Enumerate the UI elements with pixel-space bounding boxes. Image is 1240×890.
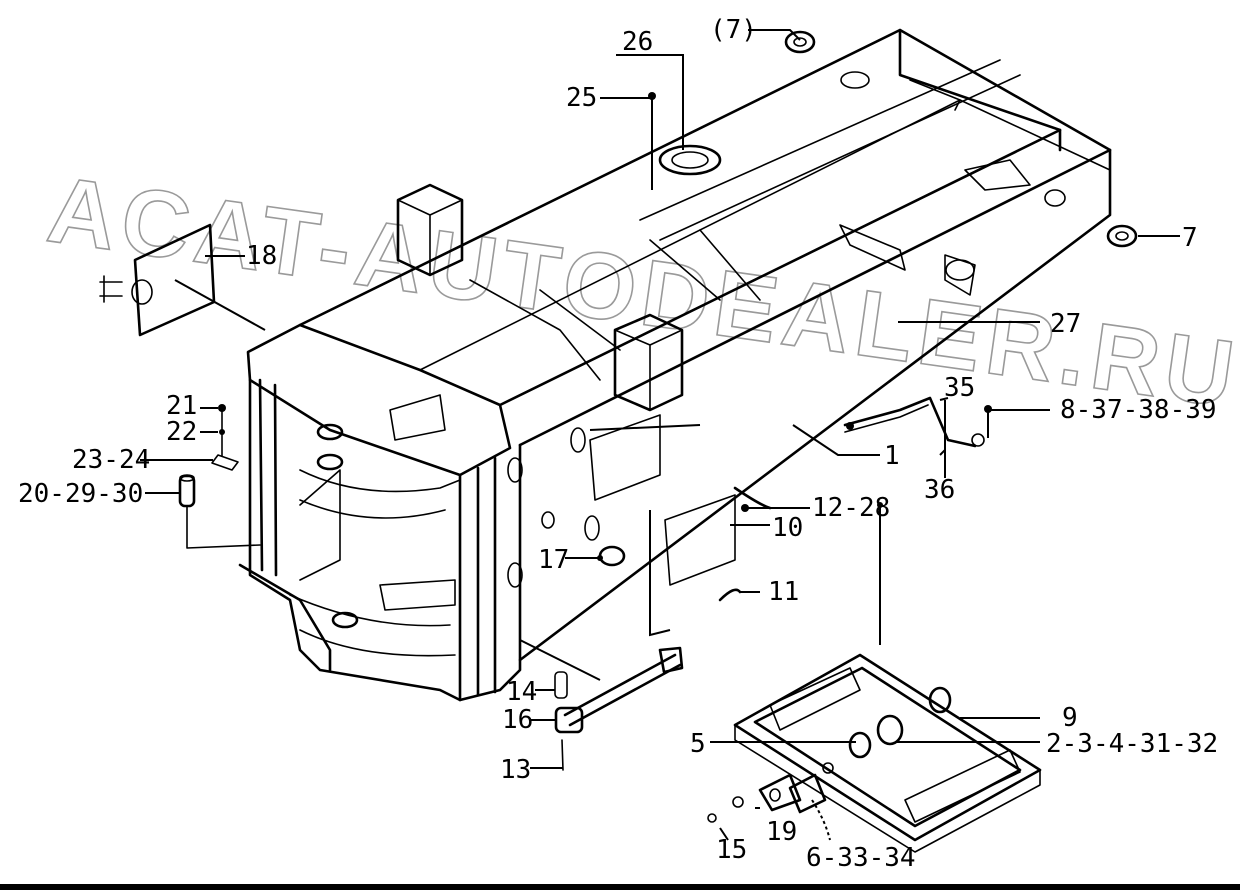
callout-labels: (7) 26 25 7 18 27 35 8-37-38-39 21 22 1 … bbox=[18, 15, 1218, 873]
callout-17: 17 bbox=[538, 545, 569, 575]
callout-22: 22 bbox=[166, 417, 197, 447]
callout-18: 18 bbox=[246, 241, 277, 271]
callout-11: 11 bbox=[768, 577, 799, 607]
callout-6-33-34: 6-33-34 bbox=[806, 843, 916, 873]
callout-27: 27 bbox=[1050, 309, 1081, 339]
callout-10: 10 bbox=[772, 513, 803, 543]
watermark-text: ACAT-AUTODEALER.RU bbox=[42, 156, 1240, 427]
callout-8-37-38-39: 8-37-38-39 bbox=[1060, 395, 1217, 425]
callout-15: 15 bbox=[716, 835, 747, 865]
callout-36: 36 bbox=[924, 475, 955, 505]
callout-23-24: 23-24 bbox=[72, 445, 150, 475]
callout-19: 19 bbox=[766, 817, 797, 847]
callout-25: 25 bbox=[566, 83, 597, 113]
main-frame-drawing bbox=[99, 28, 1138, 771]
leader-lines bbox=[140, 29, 1180, 841]
callout-9: 9 bbox=[1062, 703, 1078, 733]
callout-13: 13 bbox=[500, 755, 531, 785]
callout-20-29-30: 20-29-30 bbox=[18, 479, 143, 509]
callout-12-28: 12-28 bbox=[812, 493, 890, 523]
callout-26: 26 bbox=[622, 27, 653, 57]
bottom-border bbox=[0, 884, 1240, 890]
callout-2-3-4-31-32: 2-3-4-31-32 bbox=[1046, 729, 1218, 759]
callout-1: 1 bbox=[884, 441, 900, 471]
callout-14: 14 bbox=[506, 677, 537, 707]
callout-21: 21 bbox=[166, 391, 197, 421]
callout-16: 16 bbox=[502, 705, 533, 735]
callout-35: 35 bbox=[944, 373, 975, 403]
callout-7: 7 bbox=[1182, 223, 1198, 253]
subframe-drawing bbox=[707, 502, 1042, 853]
callout-5: 5 bbox=[690, 729, 706, 759]
callout-7-paren: (7) bbox=[710, 15, 757, 45]
